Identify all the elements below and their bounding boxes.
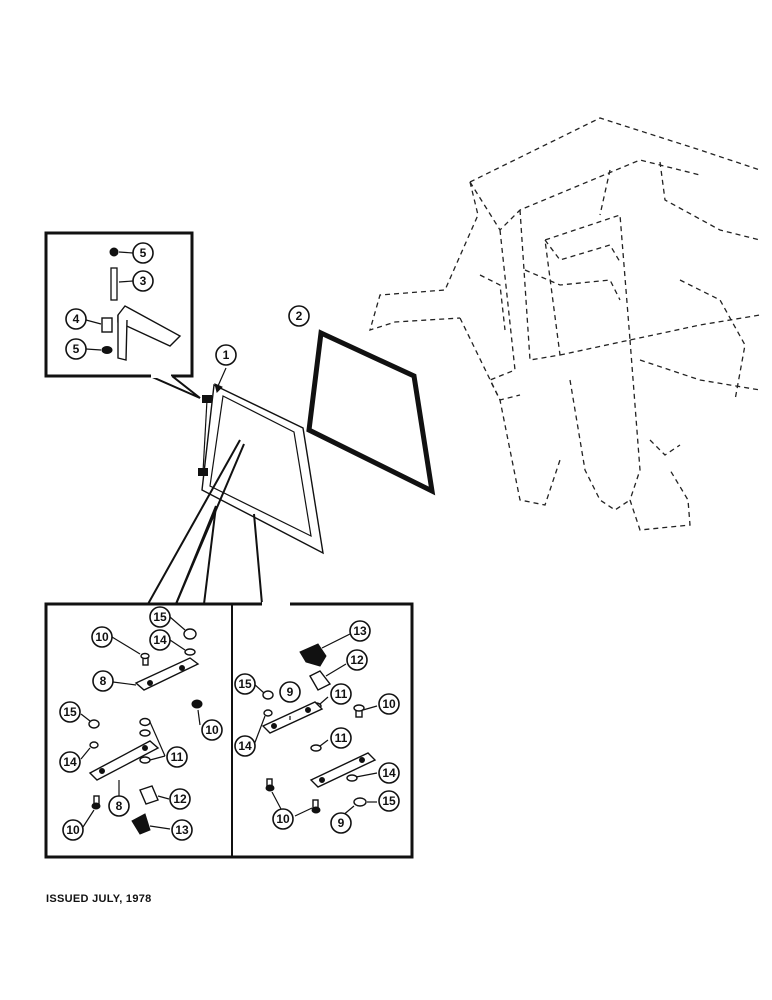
callout-15-right-top: 15 xyxy=(234,673,256,695)
svg-text:15: 15 xyxy=(153,610,167,624)
callout-5-top: 5 xyxy=(132,242,154,264)
svg-text:3: 3 xyxy=(140,274,147,288)
callout-12-left: 12 xyxy=(169,788,191,810)
svg-text:11: 11 xyxy=(171,750,184,764)
callout-2: 2 xyxy=(288,305,310,327)
svg-text:11: 11 xyxy=(335,731,348,745)
callout-12-right: 12 xyxy=(346,649,368,671)
svg-text:10: 10 xyxy=(95,630,109,644)
svg-text:9: 9 xyxy=(338,816,345,830)
svg-text:15: 15 xyxy=(238,677,252,691)
svg-text:13: 13 xyxy=(353,624,367,638)
svg-text:9: 9 xyxy=(287,685,294,699)
callout-13-right: 13 xyxy=(349,620,371,642)
callout-14-right-bottom: 14 xyxy=(378,762,400,784)
svg-text:1: 1 xyxy=(223,348,230,362)
svg-text:10: 10 xyxy=(276,812,290,826)
svg-text:2: 2 xyxy=(296,309,303,323)
seal-gasket xyxy=(306,329,436,496)
callout-9-right-bottom: 9 xyxy=(330,812,352,834)
svg-text:12: 12 xyxy=(350,653,364,667)
callout-15-left-top: 15 xyxy=(149,606,171,628)
callout-14-left-top: 14 xyxy=(149,629,171,651)
svg-text:8: 8 xyxy=(100,674,107,688)
svg-text:4: 4 xyxy=(73,312,80,326)
callout-10-right-bottom: 10 xyxy=(272,808,294,830)
svg-text:5: 5 xyxy=(73,342,80,356)
svg-text:15: 15 xyxy=(63,705,77,719)
cab-outline xyxy=(369,117,761,531)
hinge-inset xyxy=(44,231,201,399)
issued-date: ISSUED JULY, 1978 xyxy=(46,893,152,905)
callout-15-right-bottom: 15 xyxy=(378,790,400,812)
callout-3: 3 xyxy=(132,270,154,292)
svg-text:5: 5 xyxy=(140,246,147,260)
latch-inset xyxy=(44,439,414,859)
svg-text:15: 15 xyxy=(382,794,396,808)
callout-13-left: 13 xyxy=(171,819,193,841)
callout-4: 4 xyxy=(65,308,87,330)
svg-text:14: 14 xyxy=(153,633,167,647)
callout-10-right-top: 10 xyxy=(378,693,400,715)
callout-10-left-top: 10 xyxy=(91,626,113,648)
svg-text:13: 13 xyxy=(175,823,189,837)
svg-text:10: 10 xyxy=(382,697,396,711)
svg-text:14: 14 xyxy=(382,766,396,780)
svg-text:10: 10 xyxy=(66,823,80,837)
callout-14-left-mid: 14 xyxy=(59,751,81,773)
callout-8-left-top: 8 xyxy=(92,670,114,692)
svg-text:14: 14 xyxy=(63,755,77,769)
callout-15-left-mid: 15 xyxy=(59,701,81,723)
callout-10-left-bottom: 10 xyxy=(62,819,84,841)
callout-11-left: 11 xyxy=(166,746,188,768)
callout-11-right-mid: 11 xyxy=(330,727,352,749)
callout-11-right-top: 11 xyxy=(330,683,352,705)
callout-14-right-top: 14 xyxy=(234,735,256,757)
svg-text:11: 11 xyxy=(335,687,348,701)
svg-text:8: 8 xyxy=(116,799,123,813)
svg-text:14: 14 xyxy=(238,739,252,753)
callout-9-right-top: 9 xyxy=(279,681,301,703)
callout-1: 1 xyxy=(215,344,237,366)
svg-text:12: 12 xyxy=(173,792,187,806)
svg-text:10: 10 xyxy=(205,723,219,737)
door-frame xyxy=(198,367,324,555)
callout-5-bottom: 5 xyxy=(65,338,87,360)
callout-8-left-bottom: 8 xyxy=(108,795,130,817)
callout-10-left-mid: 10 xyxy=(201,719,223,741)
